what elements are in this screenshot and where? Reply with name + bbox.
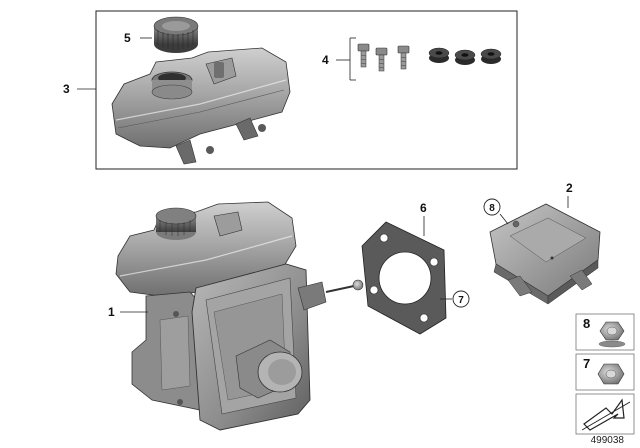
direction-arrow-box — [575, 393, 635, 435]
diagram-id: 499038 — [590, 435, 624, 446]
hex-nut-icon — [597, 363, 625, 385]
callout-1[interactable]: 1 — [108, 305, 115, 319]
screws-and-grommets-part[interactable] — [357, 43, 502, 72]
gasket-part[interactable] — [361, 221, 447, 335]
arrow-icon — [581, 398, 631, 431]
callout-3[interactable]: 3 — [63, 82, 70, 96]
control-module-part[interactable] — [489, 203, 601, 305]
grommet-icon — [454, 49, 476, 65]
hex-nut-icon — [598, 321, 626, 348]
screw-icon — [375, 47, 388, 72]
grommet-icon — [480, 48, 502, 64]
callout-5[interactable]: 5 — [124, 31, 131, 45]
reservoir-tank-part[interactable] — [111, 47, 291, 165]
legend-number-8: 8 — [583, 316, 590, 331]
callout-6[interactable]: 6 — [420, 201, 427, 215]
callout-8-circled[interactable]: 8 — [483, 198, 501, 216]
callout-7-circled[interactable]: 7 — [452, 290, 470, 308]
reservoir-kit-frame — [95, 10, 518, 170]
grommet-icon — [428, 47, 450, 63]
callout-7: 7 — [458, 295, 464, 306]
brake-unit-assembly-part[interactable] — [115, 201, 364, 431]
legend-number-7: 7 — [583, 356, 590, 371]
legend-item-8[interactable]: 8 — [575, 313, 635, 351]
callout-8: 8 — [489, 203, 495, 214]
screw-icon — [357, 43, 370, 68]
leader-lines — [77, 37, 569, 313]
legend-item-7[interactable]: 7 — [575, 353, 635, 391]
reservoir-cap-part[interactable] — [153, 16, 199, 53]
callout-2[interactable]: 2 — [566, 181, 573, 195]
screw-icon — [397, 45, 410, 70]
callout-4[interactable]: 4 — [322, 53, 329, 67]
